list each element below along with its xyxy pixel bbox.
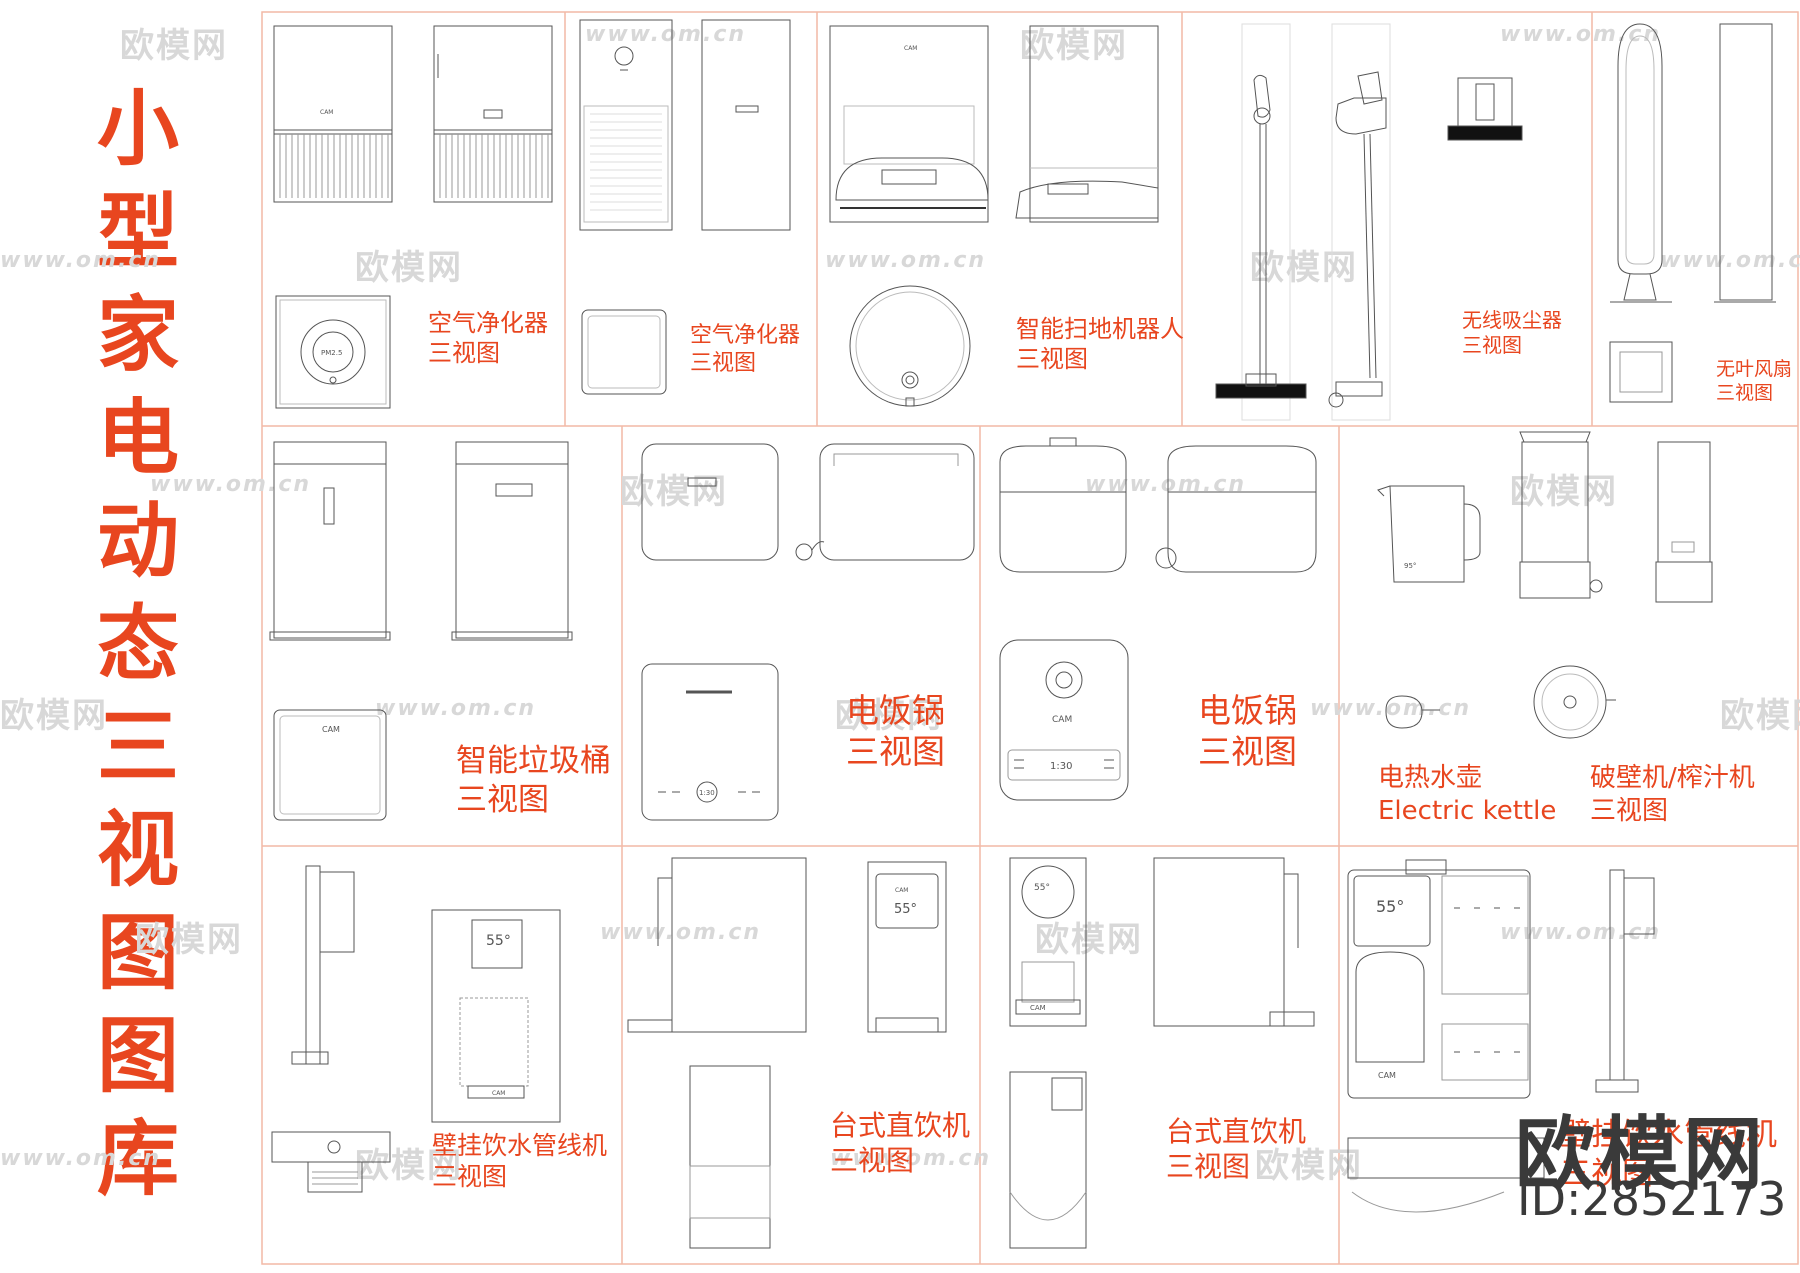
cam-logo: CAM (322, 725, 340, 734)
label-air-purifier-2: 空气净化器 三视图 (690, 323, 801, 376)
air-purifier-tower-drawing (570, 18, 812, 418)
label-kettle: 电热水壶 Electric kettle (1378, 763, 1557, 826)
watermark-url: www.om.cn (1500, 22, 1662, 47)
smart-trash-drawing: CAM (268, 432, 618, 840)
robot-vacuum-drawing: CAM (822, 18, 1177, 418)
title-char: 图 (96, 1009, 179, 1104)
title-char: 三 (96, 700, 179, 795)
cam-logo: CAM (895, 887, 908, 894)
cam-logo: CAM (1030, 1004, 1046, 1012)
desk-dispenser-2-drawing: 55° CAM (986, 852, 1334, 1260)
label-wall-dispenser-2: 壁挂饮水管线机 三视图 (1560, 1117, 1777, 1192)
brand-logo-text: 欧模网 (1515, 1108, 1767, 1201)
wall-dispenser-drawing: 55° CAM (268, 852, 618, 1260)
title-char: 电 (96, 391, 179, 486)
wall-dispenser-2-drawing: 55° CAM (1344, 852, 1796, 1260)
watermark-url: www.om.cn (0, 1146, 162, 1171)
label-desk-dispenser-1: 台式直饮机 三视图 (830, 1109, 971, 1177)
watermark-brand: 欧模网 (1255, 1146, 1363, 1186)
temp-display: 55° (486, 933, 511, 949)
air-purifier-drawing: CAM PM2.5 (268, 18, 560, 418)
label-blender: 破壁机/榨汁机 三视图 (1590, 763, 1755, 826)
watermark-brand: 欧模网 (1510, 472, 1618, 512)
title-char: 库 (96, 1112, 179, 1207)
watermark-brand: 欧模网 (1250, 248, 1358, 288)
bladeless-fan-drawing (1596, 18, 1796, 418)
desk-dispenser-drawing: CAM 55° (628, 852, 976, 1260)
label-smart-trash: 智能垃圾桶 三视图 (456, 743, 611, 818)
watermark-brand: 欧模网 (120, 26, 228, 66)
watermark-url: www.om.cn (830, 1146, 992, 1171)
watermark-url: www.om.cn (600, 920, 762, 945)
watermark-brand: 欧模网 (835, 696, 943, 736)
cam-logo: CAM (1052, 715, 1072, 725)
watermark-url: www.om.cn (150, 472, 312, 497)
temp-display: 55° (1376, 897, 1404, 916)
label-robot-vacuum: 智能扫地机器人 三视图 (1016, 315, 1184, 373)
rice-cooker-drawing: 1:30 (628, 432, 976, 840)
cam-logo: CAM (320, 109, 333, 116)
temp-display: 95° (1404, 562, 1416, 570)
label-cordless-vacuum: 无线吸尘器 三视图 (1462, 308, 1562, 357)
temp-display: 55° (894, 902, 917, 917)
watermark-url: www.om.cn (1500, 920, 1662, 945)
kettle-blender-drawing: 95° (1344, 432, 1796, 840)
title-char: 视 (96, 803, 179, 898)
time-display: 1:30 (699, 789, 715, 797)
watermark-brand: 欧模网 (135, 920, 243, 960)
watermark-url: www.om.cn (585, 22, 747, 47)
title-char: 态 (96, 597, 179, 692)
pm-display: PM2.5 (321, 349, 342, 357)
cam-logo: CAM (904, 45, 917, 52)
watermark-url: www.om.cn (375, 696, 537, 721)
label-air-purifier-1: 空气净化器 三视图 (428, 309, 548, 367)
time-display: 1:30 (1050, 761, 1072, 772)
title-char: 动 (96, 494, 179, 589)
watermark-brand: 欧模网 (620, 472, 728, 512)
label-rice-cooker-1: 电饭锅 三视图 (846, 691, 945, 772)
label-desk-dispenser-2: 台式直饮机 三视图 (1166, 1115, 1307, 1183)
watermark-url: www.om.cn (0, 248, 162, 273)
watermark-brand: 欧模网 (0, 696, 108, 736)
temp-display: 55° (1034, 883, 1050, 893)
label-rice-cooker-2: 电饭锅 三视图 (1198, 691, 1297, 772)
title-char: 小 (96, 82, 179, 177)
rice-cooker-2-drawing: CAM 1:30 (986, 432, 1334, 840)
watermark-url: www.om.cn (825, 248, 987, 273)
page-title: 小 型 家 电 动 态 三 视 图 图 库 (88, 78, 188, 1211)
watermark-brand: 欧模网 (355, 1146, 463, 1186)
cordless-vacuum-drawing (1186, 18, 1588, 418)
watermark-url: www.om.cn (1660, 248, 1800, 273)
label-bladeless-fan: 无叶风扇 三视图 (1716, 358, 1793, 404)
cam-logo: CAM (492, 1090, 505, 1097)
watermark-brand: 欧模网 (1020, 26, 1128, 66)
title-char: 家 (96, 288, 179, 383)
title-char: 图 (96, 906, 179, 1001)
watermark-brand: 欧模网 (355, 248, 463, 288)
label-wall-dispenser: 壁挂饮水管线机 三视图 (432, 1131, 608, 1192)
cam-logo: CAM (1378, 1071, 1396, 1080)
watermark-brand: 欧模网 (1035, 920, 1143, 960)
title-char: 型 (96, 185, 179, 280)
watermark-brand: 欧模网 (1720, 696, 1800, 736)
watermark-url: www.om.cn (1085, 472, 1247, 497)
brand-id: ID:2852173 (1517, 1172, 1787, 1226)
